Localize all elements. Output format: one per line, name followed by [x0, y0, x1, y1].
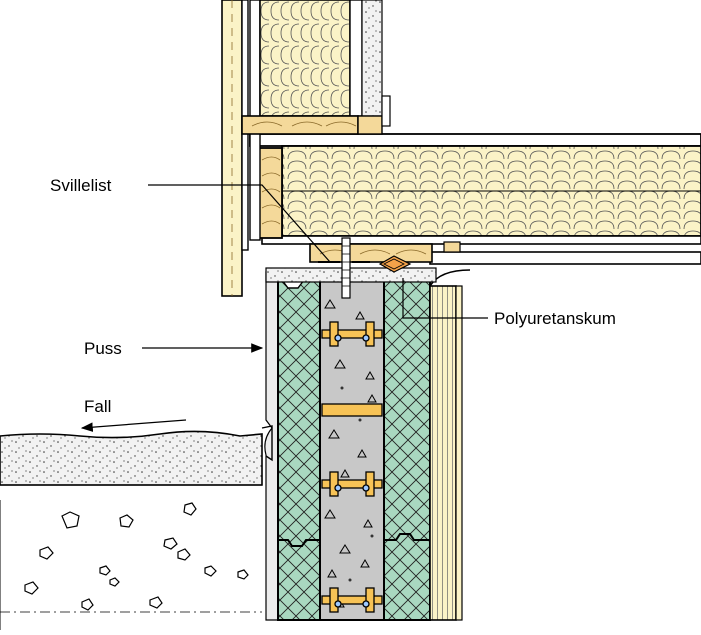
label-polyuretanskum: Polyuretanskum [494, 309, 616, 328]
polyurethane-foam [378, 255, 412, 273]
top-mortar-bed [265, 267, 437, 283]
outer-eps-block [277, 279, 321, 621]
inner-lining [429, 269, 471, 621]
leaders [80, 184, 488, 432]
inner-eps-block [383, 279, 431, 621]
drip-edge [261, 425, 273, 462]
upper-wall [221, 0, 391, 297]
label-puss: Puss [84, 339, 122, 358]
label-svillelist: Svillelist [50, 176, 112, 195]
rim-beam [257, 147, 283, 239]
form-ties [321, 321, 383, 613]
label-fall: Fall [84, 397, 111, 416]
ground [0, 430, 270, 630]
